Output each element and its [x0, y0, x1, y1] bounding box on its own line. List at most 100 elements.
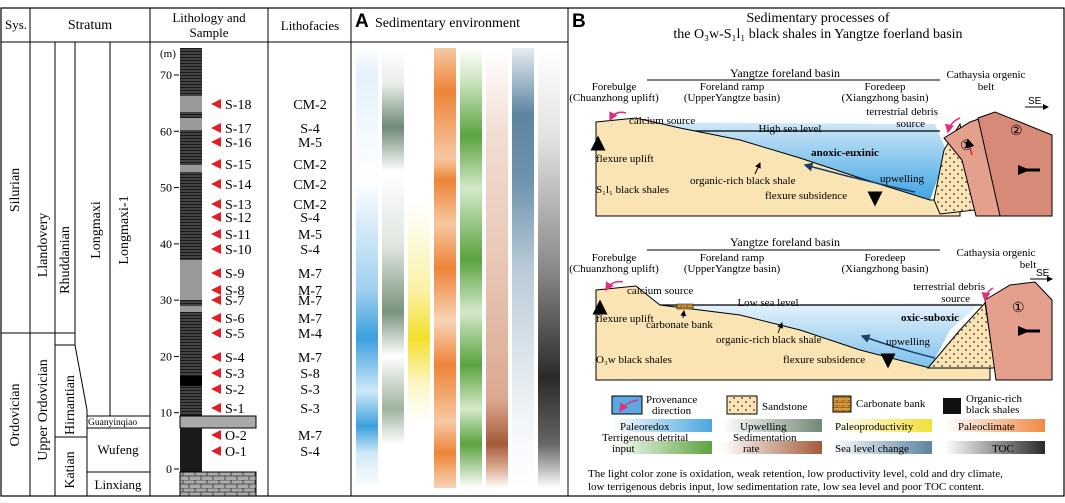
- calcium-arrow-bottom: [605, 280, 624, 292]
- sea-level-top: High sea level: [759, 123, 822, 135]
- lithofacies-label: M-7: [298, 294, 322, 309]
- stage-rhuddanian: Rhuddanian: [58, 226, 73, 294]
- silty-bed: [180, 306, 202, 312]
- sample-marker: [211, 285, 221, 295]
- depth-tick-label: 30: [160, 293, 172, 307]
- sample-label: S-3: [225, 367, 244, 382]
- debris-arrow-bottom: [981, 287, 994, 302]
- sample-label: S-7: [225, 294, 244, 309]
- lithofacies-label: M-7: [298, 429, 322, 444]
- organic-bottom: organic-rich black shale: [716, 334, 822, 346]
- sea-bottom: [660, 303, 980, 368]
- lithofacies-label: CM-2: [293, 98, 326, 113]
- dark-bed: [180, 376, 202, 386]
- legend-paleoclimate: Paleoclimate: [958, 421, 1015, 433]
- sample-label: S-10: [225, 243, 251, 258]
- formation-wufeng: Wufeng: [97, 442, 139, 457]
- sediment-bottom: [595, 285, 991, 381]
- foredeep-sub-bottom: (Xiangzhong basin): [841, 263, 928, 275]
- sample-label: S-5: [225, 327, 244, 342]
- forebulge-sub-top: (Chuanzhong uplift): [569, 92, 659, 104]
- stage-katian: Katian: [63, 451, 78, 488]
- organic-pointer-bottom: [777, 322, 783, 334]
- ramp-sub-bottom: (UpperYangtze basin): [684, 263, 781, 275]
- sample-marker: [211, 268, 221, 278]
- legend-paleoredox-swatch: [612, 419, 712, 432]
- legend-productivity-swatch: [832, 419, 932, 432]
- legend-upwelling: Upwelling: [740, 421, 787, 433]
- sea-level-bottom: Low sea level: [737, 297, 798, 309]
- carbonate-bank-bottom: [676, 303, 694, 310]
- panel-a-label: A: [355, 11, 369, 32]
- calcium-bottom: calcium source: [627, 285, 693, 297]
- sample-marker: [211, 123, 221, 133]
- legend-upwelling-swatch: [722, 419, 822, 432]
- bar-sea-level: [512, 48, 534, 488]
- sea-top: [596, 118, 946, 200]
- redox-top: anoxic-euxinic: [811, 147, 879, 159]
- panel-b-label: B: [572, 11, 586, 32]
- legend-organic-swatch: [943, 398, 961, 414]
- silty-bed: [180, 165, 202, 172]
- silty-bed: [180, 96, 202, 112]
- formation-linxiang: Linxiang: [95, 477, 142, 492]
- forebulge-bottom: Forebulge: [592, 252, 637, 264]
- ramp-top: Foreland ramp: [700, 81, 765, 93]
- series-llandovery: Llandovery: [36, 213, 51, 278]
- legend-organic: Organic-rich: [966, 393, 1022, 405]
- lithofacies-label: M-5: [298, 228, 322, 243]
- sample-label: S-15: [225, 158, 251, 173]
- header-sed-env: Sedimentary environment: [375, 16, 520, 31]
- depth-tick-label: 20: [160, 349, 172, 363]
- process-title-1: Sedimentary processes of: [746, 11, 889, 26]
- shales-bottom: O₃w black shales: [596, 354, 672, 366]
- organic-top: organic-rich black shale: [690, 175, 796, 187]
- sample-marker: [211, 368, 221, 378]
- sed-env-bars: [356, 48, 560, 488]
- lithofacies-label: CM-2: [293, 198, 326, 213]
- debris-arrow-top: [945, 117, 961, 134]
- circle1-bottom: ①: [1012, 301, 1025, 316]
- wufeng-bed: [180, 428, 202, 472]
- lithology-column: [179, 48, 257, 497]
- legend-sea-level: Sea level change: [835, 443, 909, 455]
- header-sample: Sample: [190, 25, 229, 40]
- lithofacies-label: M-4: [298, 327, 322, 342]
- calcium-arrow-top: [609, 111, 627, 122]
- sample-marker: [211, 328, 221, 338]
- sample-marker: [211, 137, 221, 147]
- carbonate-pointer-bottom: [680, 310, 687, 319]
- sample-label: S-16: [225, 136, 251, 151]
- legend-provenance-2: direction: [652, 405, 692, 417]
- sample-label: S-8: [225, 284, 244, 299]
- foredeep-top: Foredeep: [865, 81, 906, 93]
- sample-marker: [211, 99, 221, 109]
- bar-terrigenous: [460, 48, 482, 488]
- legend-productivity: Paleoproductivity: [835, 421, 914, 433]
- lithofacies-label: CM-2: [293, 178, 326, 193]
- sample-marker: [211, 430, 221, 440]
- sample-marker: [211, 159, 221, 169]
- formation-guanyinqiao: Guanyinqiao: [88, 418, 137, 428]
- header-lithofacies: Lithofacies: [281, 18, 339, 33]
- legend-provenance-swatch: [611, 395, 643, 415]
- process-title-2: the O₃w-S₁l₁ black shales in Yangtze foe…: [673, 27, 962, 42]
- legend-toc: TOC: [992, 443, 1014, 455]
- stage-hirnantian: Hirnantian: [63, 375, 78, 435]
- silty-bed: [180, 118, 202, 130]
- legend-sedimentation-swatch: [722, 441, 822, 454]
- subsidence-top: flexure subsidence: [765, 190, 847, 202]
- terrestrial-sub-top: source: [896, 118, 925, 130]
- bar-sedimentation: [486, 48, 508, 488]
- bar-paleoproductivity: [408, 48, 430, 488]
- sample-marker: [211, 229, 221, 239]
- foredeep-sub-top: (Xiangzhong basin): [841, 92, 928, 104]
- lithofacies-label: S-4: [300, 122, 319, 137]
- legend-sedimentation: Sedimentation: [733, 432, 797, 444]
- flexure-uplift-bottom: flexure uplift: [596, 313, 654, 325]
- diagram-high-sea: Yangtze foreland basin Forebulge (Chuanz…: [569, 66, 1053, 217]
- stratum-column: [1, 42, 150, 496]
- terrestrial-sub-bottom: source: [941, 293, 970, 305]
- sample-label: S-13: [225, 198, 251, 213]
